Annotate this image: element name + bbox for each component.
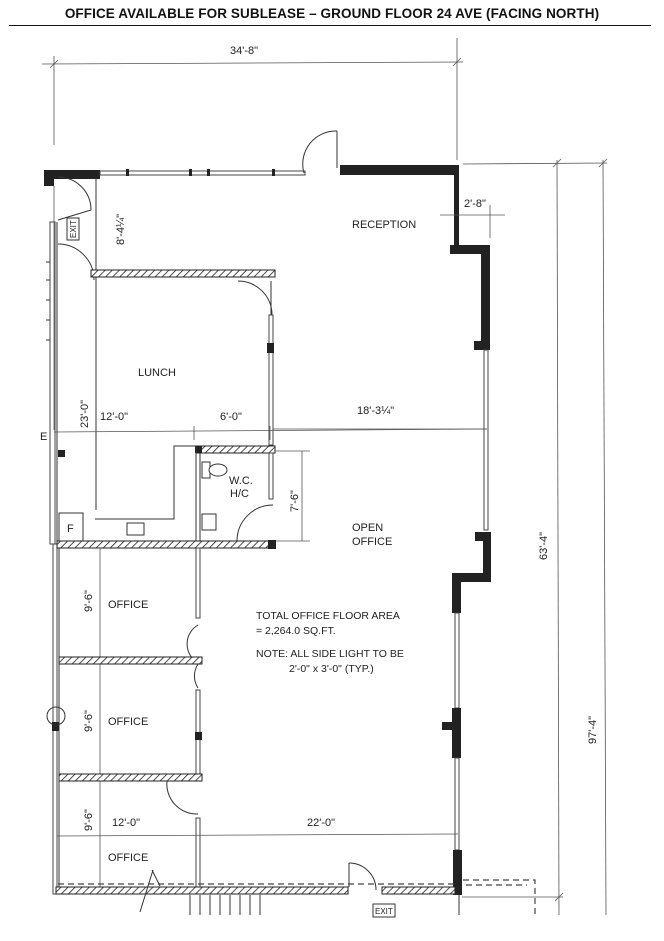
title-underline: [9, 25, 651, 26]
lunch-south-partition: [56, 540, 276, 549]
washroom: W.C. H/C 7'-6": [195, 445, 310, 548]
page-title: OFFICE AVAILABLE FOR SUBLEASE – GROUND F…: [64, 6, 600, 21]
dimension-overall-width: 34'-8": [41, 38, 464, 160]
office-2-depth-label: 9'-6": [83, 710, 95, 732]
area-notes: TOTAL OFFICE FLOOR AREA = 2,264.0 SQ.FT.…: [256, 610, 404, 675]
exit-sign-top-label: EXIT: [69, 220, 78, 238]
north-wall: [44, 130, 458, 186]
lunch-label: LUNCH: [138, 367, 176, 379]
open-width-label: 22'-0": [307, 817, 335, 829]
exit-sign-bottom-label: EXIT: [375, 907, 393, 916]
kitchenette: F: [58, 445, 196, 542]
office-3-label: OFFICE: [108, 852, 148, 864]
fridge-label: F: [67, 523, 74, 535]
dimension-building-depth: 97'-4": [587, 158, 608, 916]
south-wall: EXIT: [55, 862, 536, 918]
fridge: [58, 512, 84, 542]
lunch-east-partition: [267, 314, 274, 446]
office-1-depth-label: 9'-6": [83, 590, 95, 612]
office-width-label: 12'-0": [112, 817, 140, 829]
open-office-label-line1: OPEN: [352, 522, 383, 534]
east-wall: [442, 165, 491, 915]
building-depth-label: 97'-4": [587, 716, 599, 744]
open-office-label-line2: OFFICE: [352, 536, 392, 548]
suite-depth-label: 63'-4": [538, 532, 550, 560]
office-2-label: OFFICE: [108, 716, 148, 728]
exit-sign-top: [66, 217, 80, 241]
toilet-icon: [208, 463, 228, 477]
office-3-depth-label: 9'-6": [83, 809, 95, 831]
reception-width-label: 18'-3¼": [357, 405, 394, 417]
reception-label: RECEPTION: [352, 219, 416, 231]
wc-width-label: 6'-0": [220, 411, 242, 423]
exit-corridor-dimension-label: 8'-4¼": [115, 214, 127, 245]
exit-sign-bottom: [372, 903, 396, 918]
wc-label-line2: H/C: [230, 488, 249, 500]
lunch-north-partition: [90, 269, 276, 316]
office-1-label: OFFICE: [108, 599, 148, 611]
exit-corridor: EXIT 8'-4¼": [53, 176, 127, 510]
kitchen-sink-icon: [126, 522, 145, 536]
wc-depth-label: 7'-6": [289, 490, 301, 512]
left-marker-e: E: [40, 431, 47, 443]
dimension-row-bottom: 12'-0" 22'-0": [56, 817, 459, 837]
area-line2: = 2,264.0 SQ.FT.: [256, 625, 336, 637]
note-line2: 2'-0" x 3'-0" (TYP.): [289, 663, 374, 675]
note-line1: NOTE: ALL SIDE LIGHT TO BE: [256, 648, 404, 660]
dimension-bump-out: 2'-8": [440, 198, 505, 238]
offices-column: OFFICE OFFICE OFFICE 9'-6" 9'-6" 9'-6": [58, 547, 203, 895]
west-wall: E: [40, 221, 66, 895]
dimension-suite-depth: 63'-4": [462, 158, 608, 916]
sink-icon: [201, 513, 217, 531]
overall-width-label: 34'-8": [230, 45, 258, 57]
area-line1: TOTAL OFFICE FLOOR AREA: [256, 610, 400, 622]
dimension-row-lunch: 12'-0" 6'-0" 18'-3¼" 23'-0": [53, 400, 488, 440]
bump-out-label: 2'-8": [464, 198, 486, 210]
lunch-depth-label: 23'-0": [79, 400, 91, 428]
lunch-width-label: 12'-0": [100, 411, 128, 423]
wc-label-line1: W.C.: [229, 475, 253, 487]
